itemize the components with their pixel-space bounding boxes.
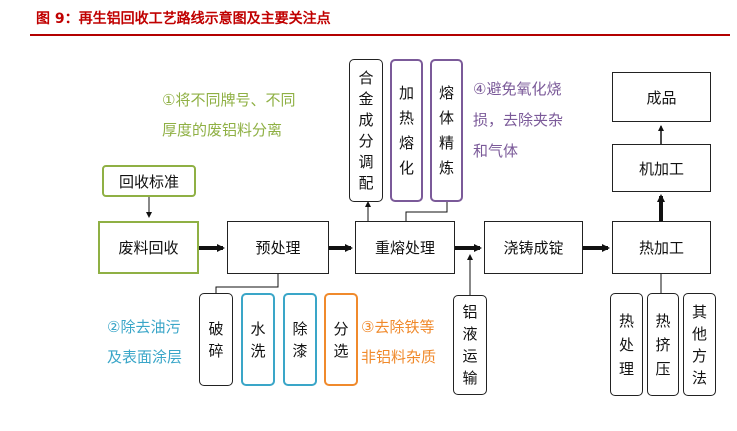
line-remelt-to-refining (405, 202, 448, 221)
box-remelting: 重熔处理 (355, 221, 455, 274)
box-casting: 浇铸成锭 (484, 221, 583, 274)
sorting-text: 分选 (333, 319, 349, 360)
box-finished-product: 成品 (612, 72, 711, 122)
box-paint-removal: 除漆 (283, 293, 317, 386)
note-3: ③去除铁等 非铝料杂质 (361, 312, 436, 372)
box-melt-refining: 熔体精炼 (430, 59, 463, 202)
note-2-line-1: ②除去油污 (107, 318, 181, 336)
box-scrap-recycling: 废料回收 (98, 221, 199, 274)
note-1-line-1: ①将不同牌号、不同 (162, 91, 296, 109)
box-heat-processing: 热加工 (612, 221, 711, 274)
box-heating-melting: 加热熔化 (390, 59, 423, 202)
box-washing: 水洗 (241, 293, 275, 386)
note-1-line-2: 厚度的废铝料分离 (162, 121, 283, 139)
box-pretreatment: 预处理 (227, 221, 329, 274)
box-heat-treatment: 热处理 (610, 293, 643, 396)
box-crushing: 破碎 (199, 293, 233, 386)
line-pretreat-to-substeps (215, 274, 279, 293)
liquid-transport-text: 铝液运输 (462, 303, 478, 387)
note-2-line-2: 及表面涂层 (107, 348, 183, 366)
crushing-text: 破碎 (208, 319, 224, 360)
box-alloy-adjustment: 合金成分调配 (349, 59, 383, 202)
alloy-text: 合金成分调配 (358, 68, 374, 192)
refining-text: 熔体精炼 (438, 83, 454, 177)
box-liquid-transport: 铝液运输 (453, 295, 487, 395)
note-4-line-2: 损，去除夹杂 (473, 111, 564, 129)
paint-removal-text: 除漆 (292, 319, 308, 360)
box-recycling-standard: 回收标准 (102, 165, 196, 197)
other-methods-text: 其他方法 (691, 302, 707, 387)
note-3-line-2: 非铝料杂质 (361, 348, 437, 366)
note-3-line-1: ③去除铁等 (361, 318, 435, 336)
figure-title: 图 9：再生铝回收工艺路线示意图及主要关注点 (36, 11, 331, 27)
box-other-methods: 其他方法 (683, 293, 716, 396)
note-2: ②除去油污 及表面涂层 (107, 312, 182, 372)
note-4-line-1: ④避免氧化烧 (473, 80, 562, 98)
heating-text: 加热熔化 (398, 83, 414, 177)
washing-text: 水洗 (250, 319, 266, 360)
note-1: ①将不同牌号、不同 厚度的废铝料分离 (162, 85, 295, 145)
heat-treatment-text: 热处理 (618, 311, 634, 378)
note-4: ④避免氧化烧 损，去除夹杂 和气体 (473, 74, 563, 167)
box-hot-extrusion: 热挤压 (647, 293, 679, 396)
box-sorting: 分选 (324, 293, 358, 386)
title-underline (30, 34, 730, 36)
note-4-line-3: 和气体 (473, 142, 519, 160)
box-machining: 机加工 (612, 144, 711, 192)
hot-extrusion-text: 热挤压 (655, 311, 671, 378)
